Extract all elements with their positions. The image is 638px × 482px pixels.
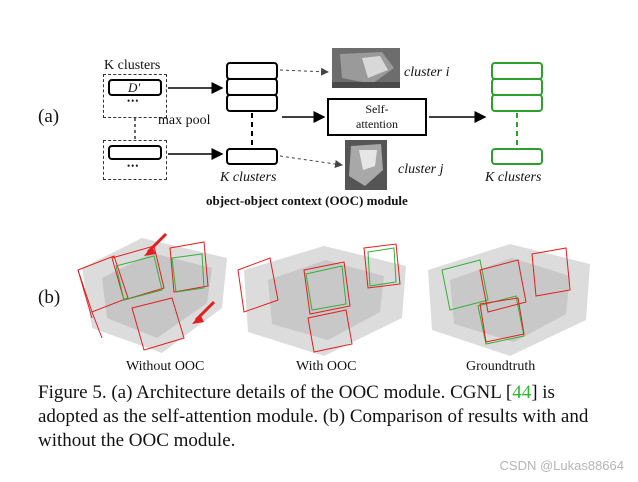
architecture-connectors — [134, 67, 518, 168]
groundtruth-result — [428, 244, 590, 356]
self-attention-line-1: Self- — [365, 102, 389, 116]
top-cluster-group — [103, 74, 167, 118]
max-pool-label: max pool — [158, 113, 211, 128]
part-a-label: (a) — [38, 106, 60, 127]
with-ooc-result — [237, 243, 406, 356]
self-attention-block: Self- attention — [327, 98, 427, 136]
figure-caption: Figure 5. (a) Architecture details of th… — [38, 381, 598, 453]
cluster-j-label: cluster j — [398, 162, 444, 177]
ooc-module-title: object-object context (OOC) module — [206, 193, 408, 208]
bottom-cluster-group — [103, 140, 167, 180]
right-clusters-label: K clusters — [485, 170, 542, 185]
caption-groundtruth: Groundtruth — [466, 359, 536, 374]
d-prime-label: D′ — [128, 80, 141, 95]
left-clusters-label: K clusters — [104, 58, 161, 73]
csdn-watermark: CSDN @Lukas88664 — [499, 458, 624, 473]
pooled-feature-3 — [226, 94, 278, 112]
cluster-i-label: cluster i — [404, 65, 450, 80]
caption-suffix: ] is adopted as the self-attention modul… — [38, 382, 589, 451]
output-feature-k — [491, 148, 543, 165]
bottom-dots: ••• — [127, 161, 140, 171]
output-feature-3 — [491, 94, 543, 112]
self-attention-line-2: attention — [356, 117, 398, 131]
top-cluster-feature-box: D′ — [108, 79, 162, 96]
caption-prefix: Figure 5. (a) Architecture details of th… — [38, 382, 513, 403]
caption-with-ooc: With OOC — [296, 359, 357, 374]
bottom-cluster-feature-box — [108, 145, 162, 160]
cluster-j-thumbnail — [345, 140, 387, 190]
citation-link[interactable]: 44 — [512, 382, 532, 403]
caption-without-ooc: Without OOC — [126, 359, 205, 374]
top-dots: ••• — [127, 96, 140, 106]
mid-clusters-label: K clusters — [220, 170, 277, 185]
pooled-feature-k — [226, 148, 278, 165]
cluster-i-thumbnail — [332, 48, 400, 88]
part-b-label: (b) — [38, 287, 61, 308]
without-ooc-result — [77, 232, 227, 353]
